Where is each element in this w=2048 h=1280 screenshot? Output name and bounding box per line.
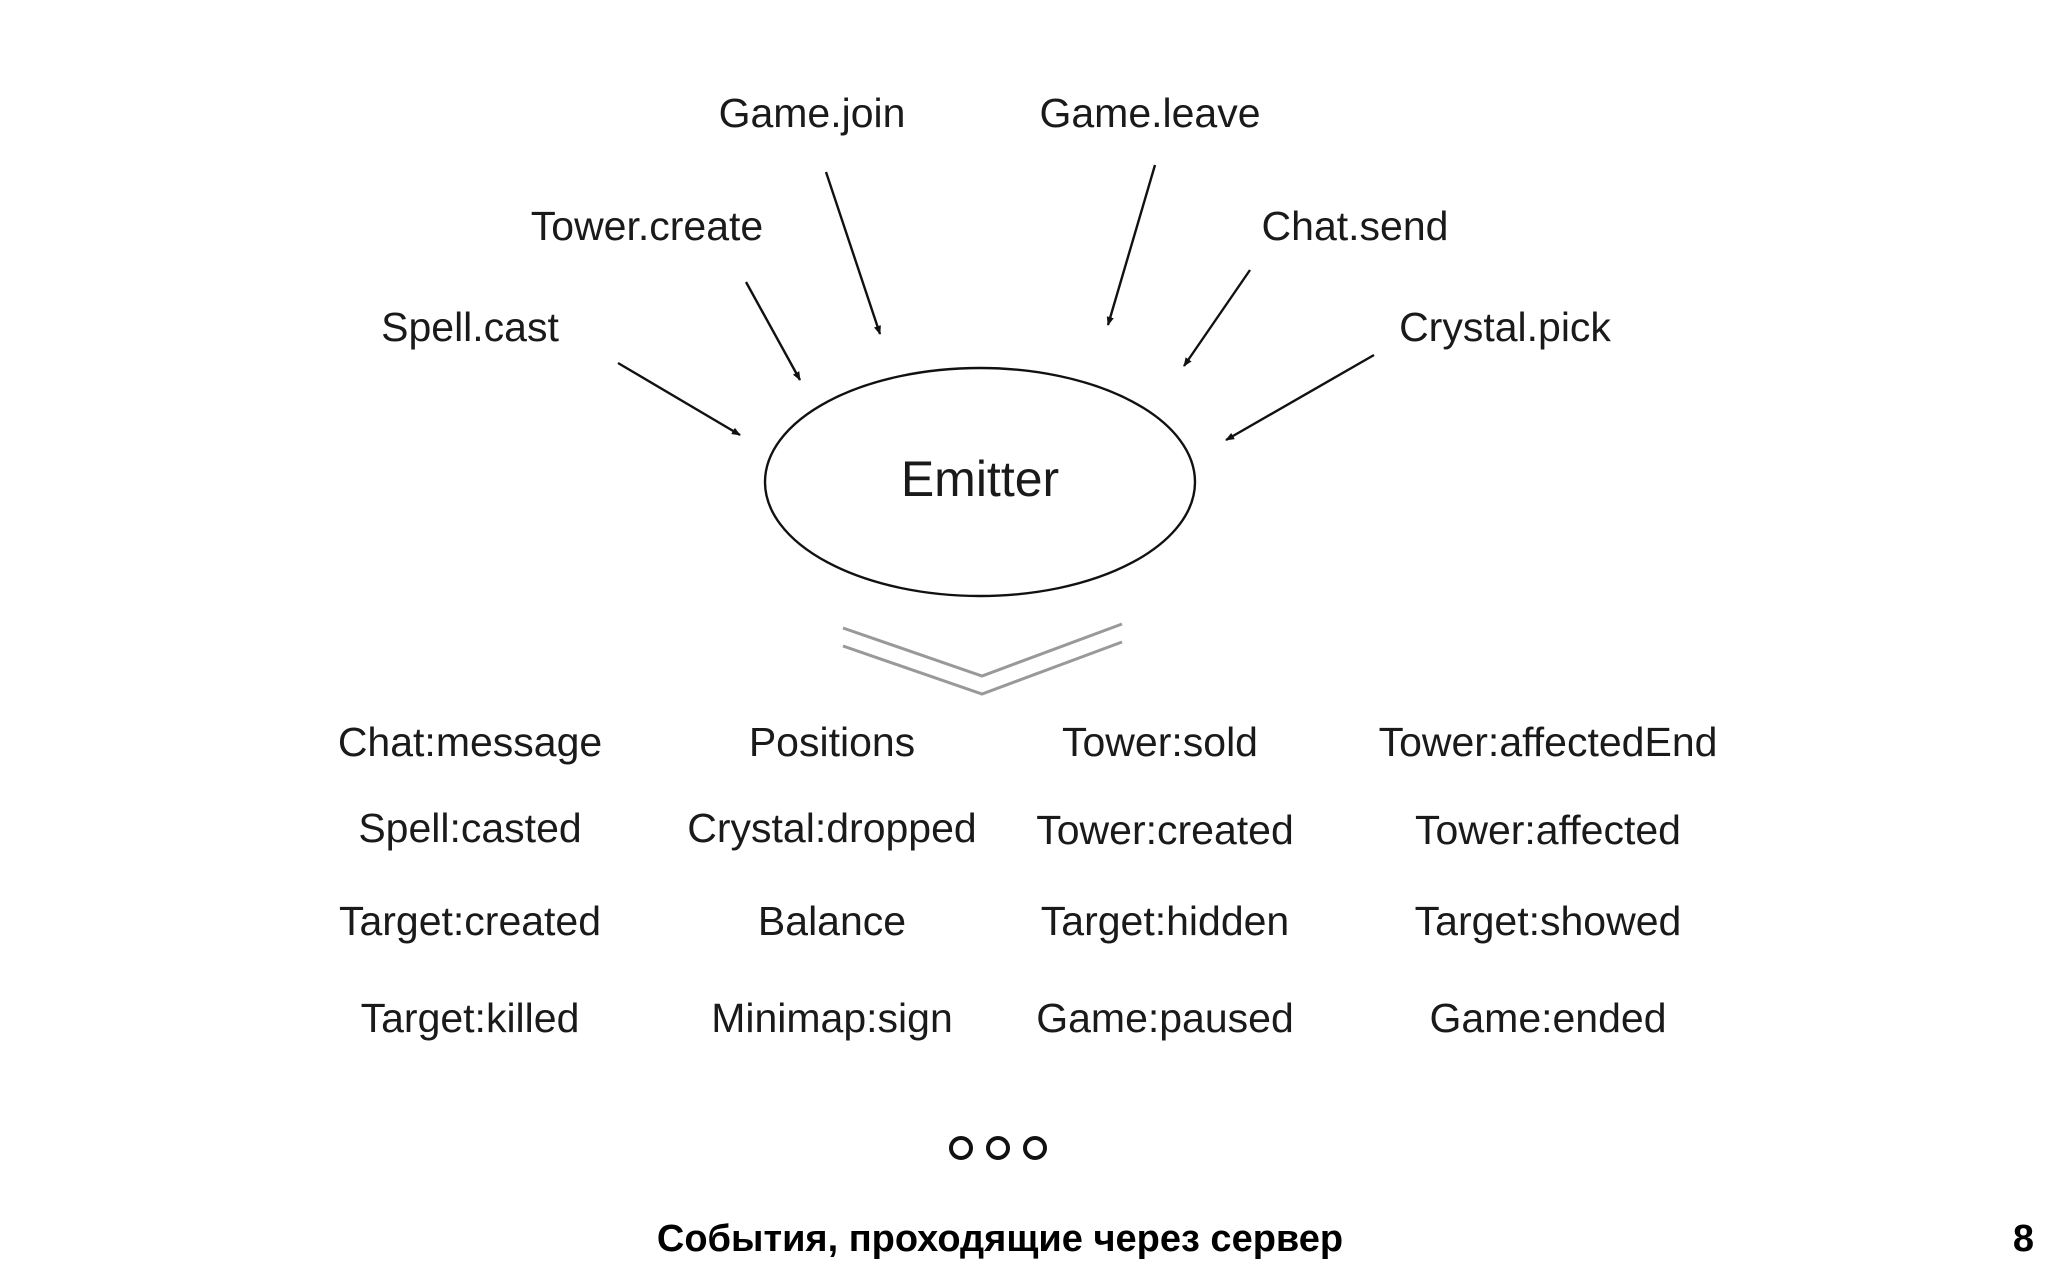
event-row-4-col-2: Minimap:sign [711,995,953,1041]
ellipsis-circle-icon [949,1136,973,1160]
event-row-2-col-3: Tower:created [1036,807,1294,853]
arrow-spell-cast [617,361,741,437]
arrow-tower-create [744,281,802,381]
slide-caption: События, проходящие через сервер [656,1218,1344,1260]
event-row-4-col-4: Game:ended [1429,995,1667,1041]
event-row-3-col-4: Target:showed [1414,898,1682,944]
event-row-3-col-1: Target:created [338,898,602,944]
event-label-spell-cast: Spell.cast [381,304,559,350]
event-row-2-col-1: Spell:casted [358,805,582,851]
event-label-tower-create: Tower.create [530,203,764,249]
chevron-inner [842,640,1123,696]
chevron-outer [842,622,1123,678]
arrow-chat-send [1183,269,1251,367]
event-label-game-leave: Game.leave [1039,90,1261,136]
event-label-chat-send: Chat.send [1261,203,1449,249]
ellipsis-circle-icon [1023,1136,1047,1160]
page-number: 8 [2012,1218,2034,1260]
event-row-3-col-2: Balance [757,898,907,944]
arrow-game-leave [1106,164,1157,326]
event-row-4-col-1: Target:killed [360,995,580,1041]
event-row-4-col-3: Game:paused [1036,995,1294,1041]
event-label-game-join: Game.join [718,90,906,136]
event-row-2-col-4: Tower:affected [1415,807,1681,853]
event-row-1-col-4: Tower:affectedEnd [1378,719,1718,765]
event-row-3-col-3: Target:hidden [1040,898,1290,944]
event-row-1-col-1: Chat:message [337,719,603,765]
emitter-label: Emitter [900,451,1060,507]
event-row-1-col-2: Positions [748,719,916,765]
arrow-game-join [824,171,882,335]
ellipsis-circle-icon [986,1136,1010,1160]
emitter-ellipse [763,366,1197,598]
event-label-crystal-pick: Crystal.pick [1399,304,1611,350]
event-row-2-col-2: Crystal:dropped [687,805,977,851]
arrow-crystal-pick [1225,353,1375,442]
event-row-1-col-3: Tower:sold [1062,719,1258,765]
